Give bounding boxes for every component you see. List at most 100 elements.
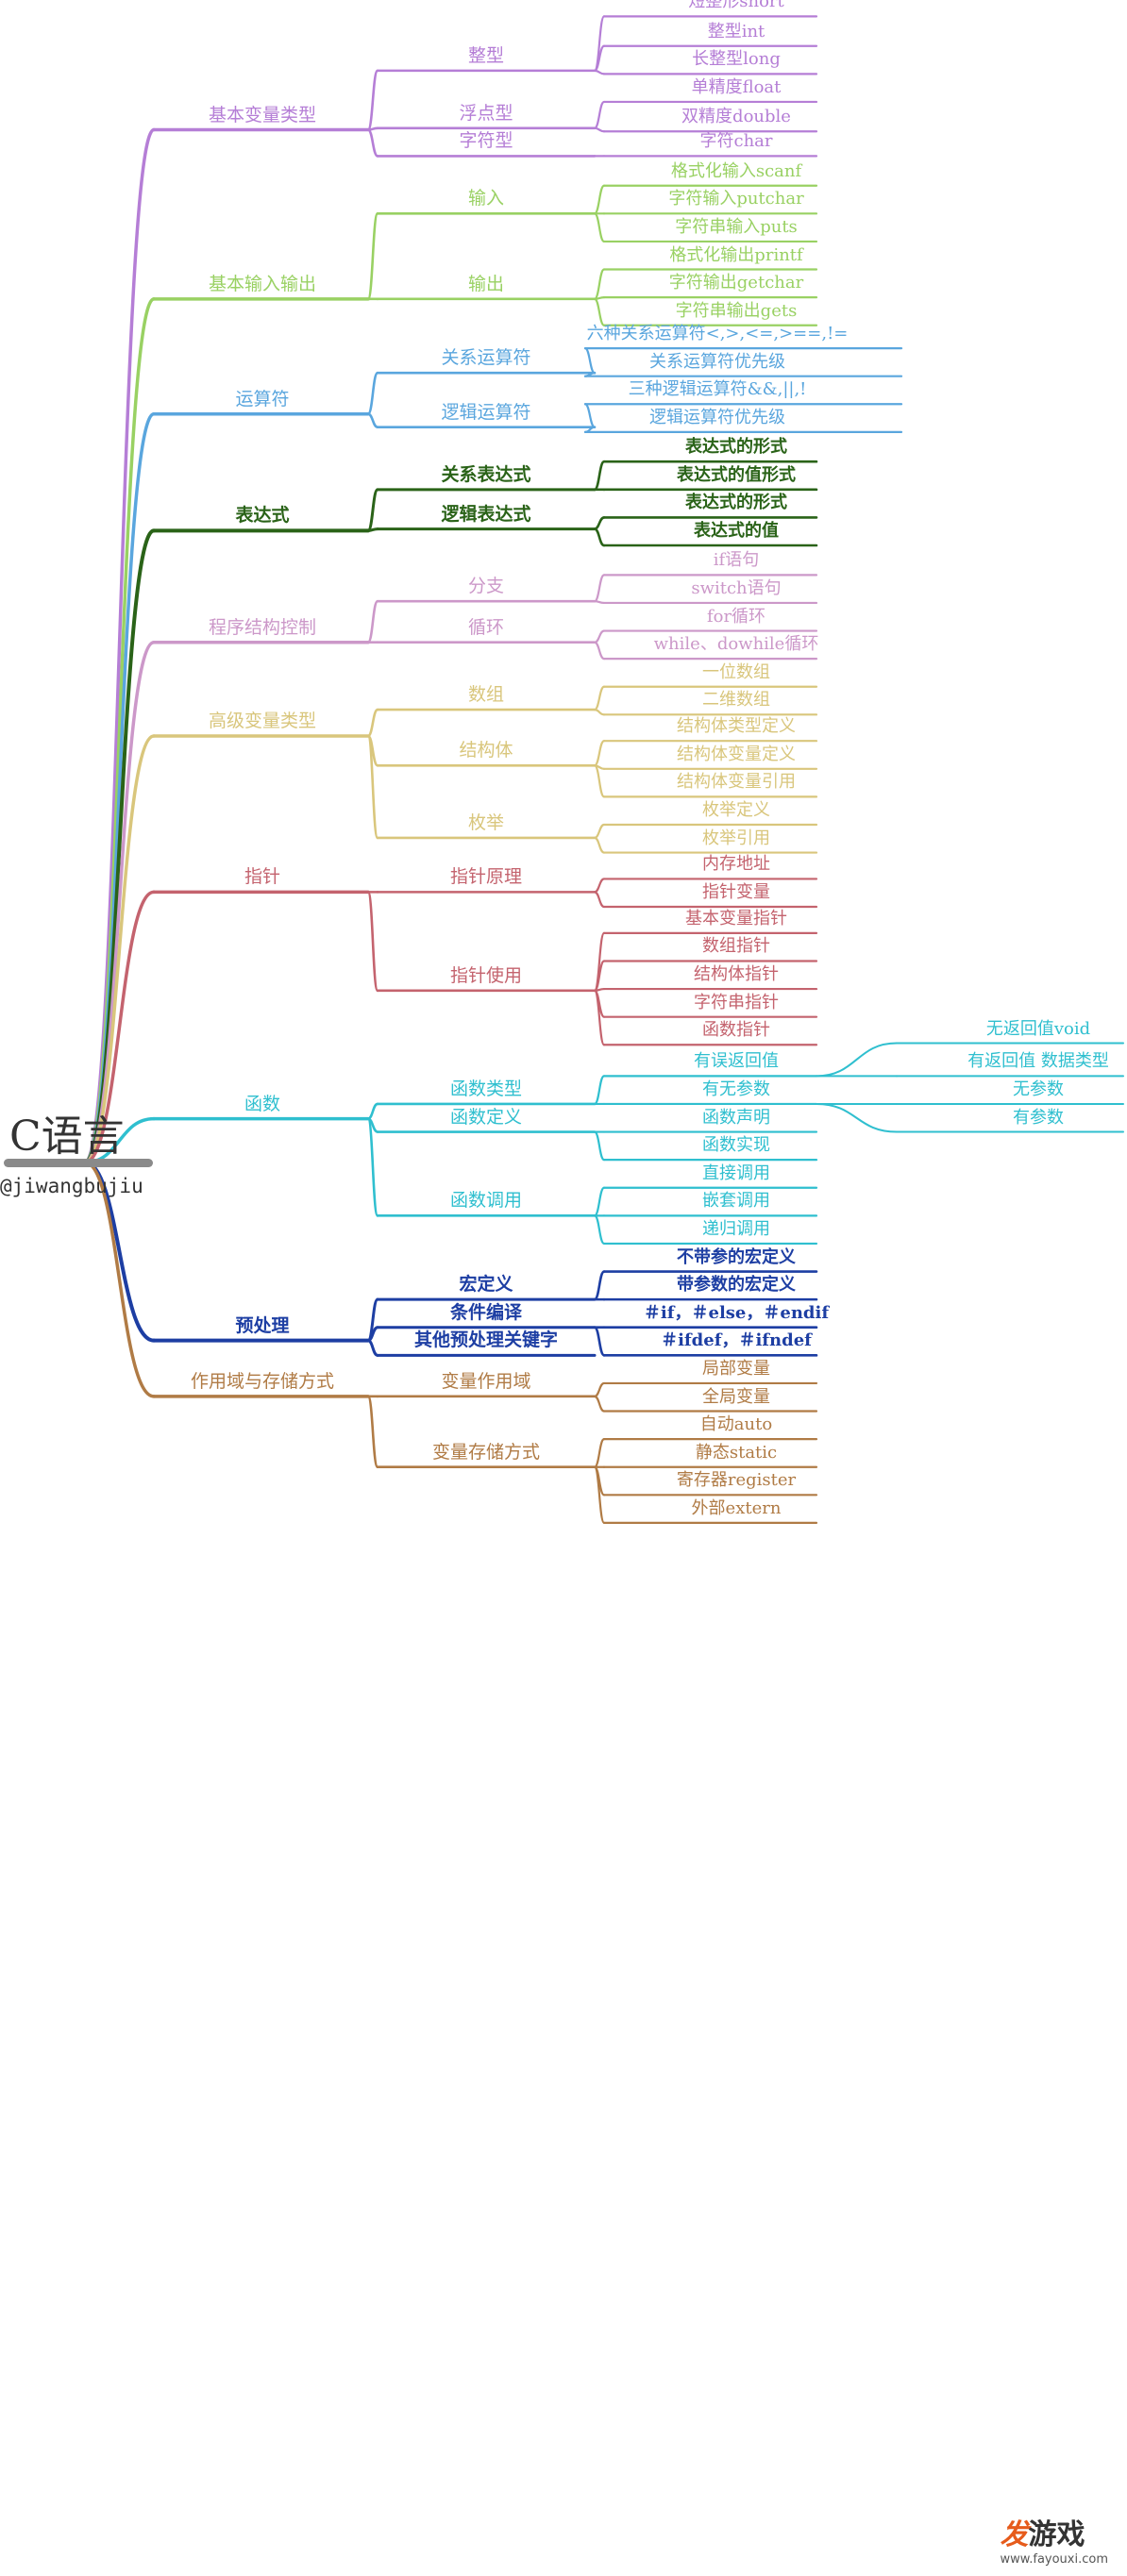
connector-line [593,1186,606,1217]
leaf-label: 直接调用 [702,1163,770,1183]
connector-line [366,128,379,158]
leaf-label: 字符输入putchar [668,189,804,209]
watermark-logo: 发游戏 [1000,2518,1085,2551]
leaf-label: 单精度float [691,76,782,97]
leaf-label: 有误返回值 [694,1051,779,1072]
connector-line [593,1326,606,1357]
topic-label: 其他预处理关键字 [413,1330,559,1351]
branch-label-1: 基本变量类型 [208,104,317,125]
connector-line [366,212,379,301]
connector-line [593,460,606,492]
topic-label: 宏定义 [459,1274,513,1296]
connector-line [593,1270,606,1301]
connector-line [593,709,606,716]
connector-line [366,371,379,416]
topic-label: 指针使用 [449,964,523,986]
leaf-label: 表达式的形式 [685,493,787,513]
topic-label: 数组 [467,684,505,706]
connector-line [366,1339,379,1357]
subleaf-label: 有参数 [1013,1107,1064,1128]
topic-label: 浮点型 [459,102,513,124]
connector-line [593,297,606,326]
leaf-label: 六种关系运算符<,>,<=,>==,!= [586,324,849,344]
connector-line [583,346,597,375]
leaf-label: switch语句 [691,577,782,598]
leaf-label: 表达式的形式 [685,437,787,458]
leaf-label: ＃if，＃else，＃endif [643,1302,830,1323]
leaf-label: 外部extern [691,1497,782,1518]
leaf-label: while、dowhile循环 [653,634,819,655]
topic-label: 变量存储方式 [431,1441,541,1463]
connector-line [593,574,606,603]
connector-line [593,1465,606,1525]
leaf-label: 寄存器register [676,1470,797,1491]
leaf-label: 全局变量 [702,1386,770,1407]
connector-line [366,1117,379,1217]
leaf-label: 结构体类型定义 [677,716,796,737]
topic-label: 结构体 [459,740,513,761]
leaf-label: 一位数组 [702,661,770,682]
leaf-label: 格式化输入scanf [670,160,802,181]
root-node-bar [4,1159,153,1167]
connector-line [366,527,379,532]
connector-line [816,1042,898,1078]
topic-label: 输出 [467,273,505,294]
connector-line [366,488,379,532]
connector-line [593,100,606,129]
leaf-label: 枚举引用 [702,828,770,848]
leaf-label: 基本变量指针 [685,908,787,928]
connector-line [593,764,606,798]
leaf-label: 格式化输出printf [669,244,803,265]
connector-line [366,1395,379,1469]
connector-line [593,126,606,133]
topic-label: 函数类型 [449,1078,523,1099]
connector-line [593,516,606,530]
connector-line [593,685,606,711]
leaf-label: 带参数的宏定义 [677,1275,796,1296]
branch-label-9: 预处理 [235,1314,290,1336]
leaf-label: 三种逻辑运算符&&,||,! [628,379,807,400]
leaf-label: 字符串输入puts [675,216,798,237]
branch-label-7: 指针 [244,866,281,888]
connector-line [593,989,606,1046]
connector-line [366,734,379,840]
leaf-label: 结构体变量引用 [677,772,796,793]
branch-label-6: 高级变量类型 [208,710,317,731]
branch-label-4: 表达式 [235,505,290,527]
connector-line [593,600,606,605]
root-node-title: C语言 [9,1112,125,1161]
topic-label: 逻辑表达式 [441,503,531,525]
topic-label: 枚举 [467,811,505,833]
topic-label: 指针原理 [449,866,523,888]
leaf-label: 字符串输出gets [675,300,798,321]
topic-label: 条件编译 [449,1301,523,1323]
leaf-label: 静态static [695,1442,778,1463]
branch-label-10: 作用域与存储方式 [190,1370,335,1392]
subleaf-label: 无返回值void [985,1018,1091,1039]
connector-line [366,891,379,993]
branch-label-8: 函数 [244,1093,281,1114]
connector-line [593,1075,606,1106]
watermark-url: www.fayouxi.com [1000,2552,1108,2567]
connector-line [83,734,156,1164]
connector-line [593,268,606,300]
leaf-label: 关系运算符优先级 [649,351,785,372]
connector-line [83,411,156,1164]
branch-label-5: 程序结构控制 [208,616,317,638]
leaf-label: 字符char [699,131,773,152]
connector-line [593,69,606,75]
leaf-label: 短整形short [688,0,784,12]
leaf-label: 字符输出getchar [668,273,804,293]
subleaf-label: 无参数 [1013,1079,1064,1099]
leaf-label: 递归调用 [702,1218,770,1239]
subleaf-label: 有返回值 数据类型 [967,1051,1109,1072]
leaf-label: 函数实现 [702,1135,770,1156]
leaf-label: if语句 [713,550,760,571]
branch-label-2: 基本输入输出 [208,273,317,294]
connector-line [593,527,606,547]
topic-label: 字符型 [459,130,513,152]
leaf-label: 自动auto [699,1414,773,1435]
topic-label: 输入 [467,188,505,209]
topic-label: 函数定义 [449,1106,523,1128]
connector-line [366,69,379,131]
